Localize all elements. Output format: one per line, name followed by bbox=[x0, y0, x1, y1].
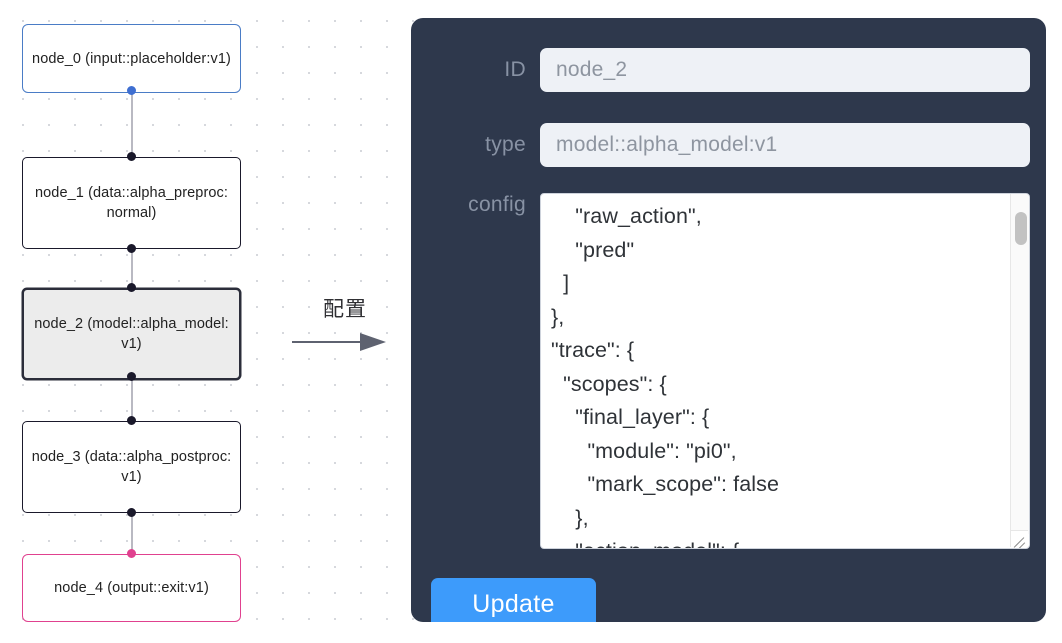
flow-node-node_1[interactable]: node_1 (data::alpha_preproc:normal) bbox=[22, 157, 241, 249]
flow-node-label: node_2 (model::alpha_model:v1) bbox=[34, 316, 229, 352]
flow-node-node_0[interactable]: node_0 (input::placeholder:v1) bbox=[22, 24, 241, 93]
node-handle-source-node_3[interactable] bbox=[127, 508, 136, 517]
canvas-bottom-strip bbox=[0, 632, 1062, 643]
config-resize-handle[interactable] bbox=[1010, 530, 1028, 547]
id-field-label: ID bbox=[504, 58, 526, 81]
right-arrow-icon bbox=[290, 328, 400, 361]
node-handle-source-node_2[interactable] bbox=[127, 372, 136, 381]
config-textarea-wrapper[interactable]: "raw_action", "pred" ] }, "trace": { "sc… bbox=[540, 193, 1030, 549]
edge-node2-node3 bbox=[131, 375, 133, 422]
flow-node-node_3[interactable]: node_3 (data::alpha_postproc:v1) bbox=[22, 421, 241, 513]
config-scrollbar-thumb[interactable] bbox=[1015, 212, 1027, 245]
annotation-label: 配置 bbox=[323, 297, 367, 321]
node-handle-source-node_0[interactable] bbox=[127, 86, 136, 95]
node-handle-target-node_3[interactable] bbox=[127, 416, 136, 425]
annotation-group: 配置 bbox=[290, 296, 400, 366]
node-handle-target-node_1[interactable] bbox=[127, 152, 136, 161]
flow-node-label: node_3 (data::alpha_postproc:v1) bbox=[31, 449, 232, 485]
config-scrollbar[interactable] bbox=[1010, 194, 1029, 534]
flow-node-label: node_4 (output::exit:v1) bbox=[54, 580, 209, 596]
node-handle-target-node_2[interactable] bbox=[127, 283, 136, 292]
update-button[interactable]: Update bbox=[431, 578, 596, 622]
type-field-label: type bbox=[485, 133, 526, 156]
node-config-panel: ID type config "raw_action", "pred" ] },… bbox=[411, 18, 1046, 622]
field-row-id: ID bbox=[411, 48, 1030, 92]
field-row-config: config "raw_action", "pred" ] }, "trace"… bbox=[411, 193, 1030, 549]
id-input[interactable] bbox=[540, 48, 1030, 92]
flow-node-node_2[interactable]: node_2 (model::alpha_model:v1) bbox=[22, 288, 241, 380]
flow-node-node_4[interactable]: node_4 (output::exit:v1) bbox=[22, 554, 241, 622]
edge-node0-node1 bbox=[131, 90, 133, 160]
field-row-type: type bbox=[411, 123, 1030, 167]
flow-node-label: node_0 (input::placeholder:v1) bbox=[32, 50, 231, 67]
node-handle-source-node_1[interactable] bbox=[127, 244, 136, 253]
edge-node3-node4 bbox=[131, 510, 133, 555]
config-textarea[interactable]: "raw_action", "pred" ] }, "trace": { "sc… bbox=[551, 204, 780, 548]
flow-node-label: node_1 (data::alpha_preproc:normal) bbox=[34, 185, 229, 221]
config-field-label: config bbox=[468, 193, 526, 216]
type-input[interactable] bbox=[540, 123, 1030, 167]
node-handle-target-node_4[interactable] bbox=[127, 549, 136, 558]
